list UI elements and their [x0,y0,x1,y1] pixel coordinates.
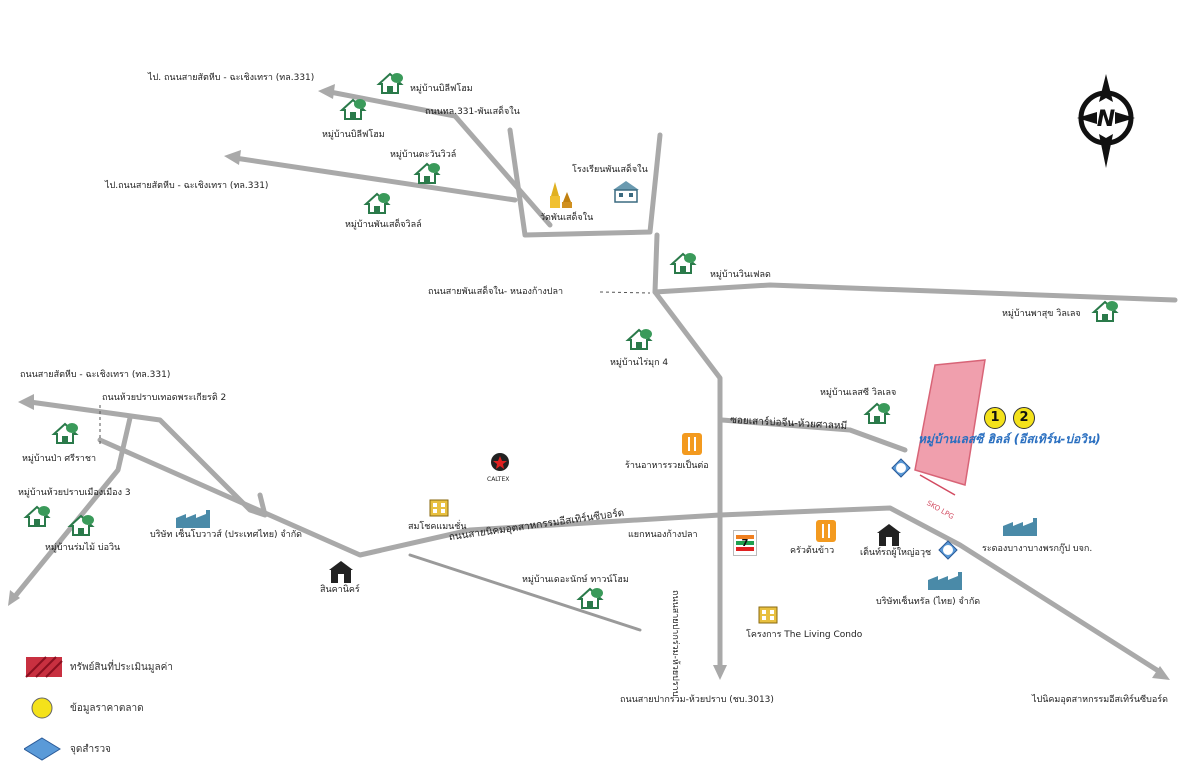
survey-point-icon [891,458,911,478]
road-huay-prab [9,415,133,603]
legend-market-label: ข้อมูลราคาตลาด [70,702,144,714]
village-label: หมู่บ้านตะวันวิวล์ [390,150,457,160]
road-331-top-arrow [318,84,335,99]
mansion-label: สมโชคแมนชั่น [408,522,467,532]
house-icon [1091,300,1119,322]
compass-icon: N [1077,74,1135,168]
restaurant-label: ร้านอาหารรวยเป็นต่อ [625,461,709,471]
junction-label: แยกหนองก้างปลา [628,530,698,540]
road-pakruam-label: ถนนสายปากร่วม-ห้วยปราบ (ชบ.3013) [620,695,774,705]
village-label: หมู่บ้านวินเฟลด [710,270,771,280]
village-label: หมู่บ้านร่มไม้ บ่อวิน [45,543,121,553]
village-label: หมู่บ้านพันเสด็จวิลล์ [345,220,422,230]
village-label: หมู่บ้านพาสุข วิลเลจ [1002,309,1081,319]
road-pantoe [507,127,663,238]
house-icon [669,252,697,274]
legend-asset-label: ทรัพย์สินที่ประเมินมูลค่า [70,661,173,673]
legend-market: ข้อมูลราคาตลาด [24,695,144,721]
road-winfield [652,282,1178,303]
house-icon [863,402,891,424]
property-parcel [914,359,986,486]
road-pantoe-nongkang [652,232,723,668]
road-huay-prab-label: ถนนห้วยปราบเทอดพระเกียรติ 2 [102,393,227,403]
shop-label: สินคานิคร์ [320,585,360,595]
building-icon [329,561,353,583]
village-label: หมู่บ้านเดอะนักษ์ ทาวน์โฮม [522,575,629,585]
market-point-2: 2 [1013,407,1035,429]
road-vertical-label: ถนนสายปากร่วม-ห้วยปราบ [670,590,680,697]
road-pantoe-nongkang-label: ถนนสายพันเสด็จใน- หนองก้างปลา [428,287,564,297]
village-label: หมู่บ้านบิลีฟโฮม [322,130,385,140]
compass-letter: N [1097,107,1115,132]
village-label: หมู่บ้านเลสซี วิลเลจ [820,388,897,398]
company-label: บริษัทเซ็นทรัล (ไทย) จำกัด [876,597,981,607]
road-331-pantoe-label: ถนนทล.331-พันเสด็จใน [425,107,520,117]
house-icon [576,587,604,609]
factory-icon [928,572,962,590]
road-vertical-arrow [713,665,727,680]
condo-icon [429,499,449,517]
legend-survey: จุดสำรวจ [24,736,111,762]
temple-label: วัดพันเสด็จใน [540,213,594,223]
road-331-mid-label: ไป.ถนนสายสัตหีบ - ฉะเชิงเทรา (ทล.331) [105,181,269,191]
house-icon [625,328,653,350]
property-label: หมู่บ้านเลสซี ฮิลล์ (อีสเทิร์น-บ่อวิน) [918,432,1101,446]
road-lower [408,553,642,632]
house-icon [23,505,51,527]
road-331-mid [232,155,518,203]
legend-survey-label: จุดสำรวจ [70,743,111,755]
company-label: บริษัท เซ็นโบวาวส์ (ประเทศไทย) จำกัด [150,530,303,540]
road-huay-prab-arrow [8,590,20,606]
school-label: โรงเรียนพันเสด็จใน [572,165,648,175]
village-label: หมู่บ้านไร่มุก 4 [610,358,669,368]
school-icon [613,181,639,203]
temple-icon [550,182,572,208]
house-icon [67,514,95,536]
condo-icon [758,606,778,624]
road-331-mid-arrow [224,150,241,165]
restaurant-label: ครัวต้นข้าว [790,546,835,556]
village-label: หมู่บ้านบิลีฟโฮม [410,84,473,94]
legend-market-swatch [31,697,53,719]
condo-label: โครงการ The Living Condo [746,630,863,640]
house-icon [339,98,367,120]
tent-label: เต็นท์รถผู้ใหญ่อวุช [860,548,932,558]
legend-survey-swatch [24,737,61,761]
road-main-diag [97,437,1163,675]
house-icon [51,422,79,444]
caltex-label: CALTEX [487,476,510,483]
legend-asset: ทรัพย์สินที่ประเมินมูลค่า [24,654,173,680]
house-icon [363,192,391,214]
restaurant-icon [682,433,702,455]
village-label: หมู่บ้านป่า ศรีราชา [22,454,97,464]
svg-text:7: 7 [742,538,749,549]
survey-point-icon [938,540,958,560]
convenience-store-icon: 7 [733,530,757,556]
legend-asset-swatch [25,656,63,678]
house-icon [413,162,441,184]
road-331-top-label: ไป. ถนนสายสัตหีบ - ฉะเชิงเทรา (ทล.331) [148,73,315,83]
road-331-left-arrow [18,394,34,410]
road-331-left-label: ถนนสายสัตหีบ - ฉะเชิงเทรา (ทล.331) [20,370,171,380]
road-331-left [27,399,268,518]
village-label: หมู่บ้านห้วยปราบเมืองเมือง 3 [18,488,131,498]
road-soi-bon [719,417,908,453]
road-to-industrial-label: ไปนิคมอุตสาหกรรมอีสเทิร์นซีบอร์ด [1032,695,1168,705]
restaurant-icon [816,520,836,542]
factory-icon [1003,518,1037,536]
road-main-diag-arrow [1152,666,1170,680]
house-icon [376,72,404,94]
company-label: ระดองบางาบางพรกกู๊ป บจก. [982,544,1093,554]
gas-station-icon [491,453,509,471]
factory-icon [176,510,210,528]
market-point-1: 1 [984,407,1006,429]
building-icon [877,524,901,546]
